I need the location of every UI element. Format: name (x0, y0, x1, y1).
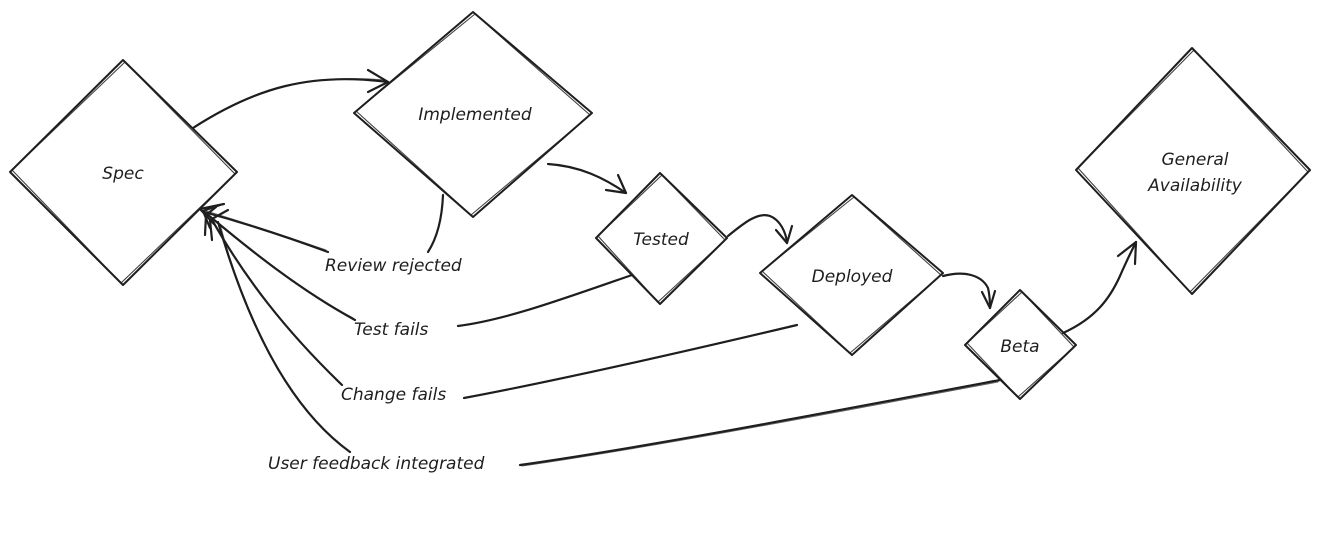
node-spec-label: Spec (102, 164, 144, 184)
node-implemented[interactable]: Implemented (353, 11, 593, 218)
edge-implemented-to-tested (546, 162, 628, 195)
node-general-availability[interactable]: General Availability (1075, 47, 1311, 295)
node-spec[interactable]: Spec (9, 59, 238, 286)
node-general-availability-label-line2: Availability (1147, 176, 1243, 196)
node-general-availability-label-line1: General (1162, 150, 1229, 170)
edge-spec-to-implemented (191, 68, 390, 130)
edge-label-review-rejected: Review rejected (325, 256, 462, 276)
edge-deployed-to-beta (941, 272, 997, 310)
node-implemented-label: Implemented (418, 105, 531, 125)
edge-review-rejected (202, 193, 445, 254)
node-deployed-label: Deployed (812, 267, 893, 287)
node-tested-label: Tested (633, 230, 689, 250)
node-deployed[interactable]: Deployed (759, 194, 944, 356)
node-beta-label: Beta (1000, 337, 1039, 357)
edge-label-user-feedback-integrated: User feedback integrated (268, 454, 485, 474)
edge-test-fails (205, 212, 634, 328)
edge-label-change-fails: Change fails (341, 385, 446, 405)
edge-label-test-fails: Test fails (354, 320, 429, 340)
node-beta[interactable]: Beta (964, 289, 1077, 400)
edge-beta-to-general-availability (1061, 240, 1138, 335)
edge-user-feedback-integrated (216, 220, 1002, 467)
spec-incoming-arrowheads (198, 202, 230, 242)
edge-tested-to-deployed (726, 214, 794, 245)
node-tested[interactable]: Tested (595, 172, 728, 305)
